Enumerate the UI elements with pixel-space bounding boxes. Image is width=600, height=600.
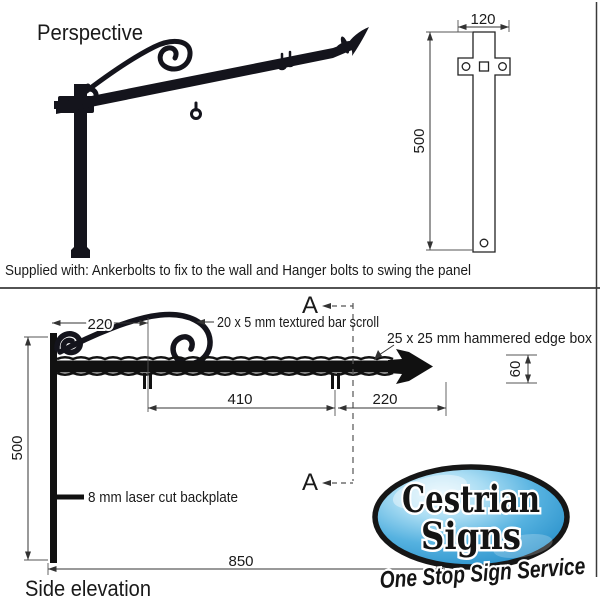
- perspective-scroll-small-curl: [76, 83, 99, 106]
- supplied-note: Supplied with: Ankerbolts to fix to the …: [5, 262, 471, 279]
- side-bar-bottom-texture: [56, 371, 394, 376]
- label-laser-cut-backplate: 8 mm laser cut backplate: [55, 490, 238, 506]
- section-mark-a-bottom: A: [302, 469, 318, 496]
- dim-120-value: 120: [470, 11, 495, 28]
- backplate-hole-bottom: [479, 238, 489, 248]
- dim-410: 410: [148, 390, 336, 416]
- perspective-hanger-ring-3: [284, 56, 296, 68]
- side-hanger-bolts: [143, 373, 340, 389]
- perspective-hanger-ring-1: [190, 108, 202, 120]
- label-textured-bar-scroll: 20 x 5 mm textured bar scroll: [196, 315, 379, 331]
- dim-850-value: 850: [228, 553, 253, 570]
- perspective-drawing: [54, 27, 369, 258]
- dim-500-front: 500: [411, 31, 473, 251]
- perspective-post: [71, 84, 90, 258]
- dim-500-front-value: 500: [411, 128, 428, 153]
- dim-500-side: 500: [9, 336, 48, 561]
- section-mark-a-top: A: [302, 292, 318, 319]
- logo-oval: [372, 464, 570, 570]
- dim-60: 60: [506, 354, 537, 384]
- label-hammered-edge-box: 25 x 25 mm hammered edge box: [374, 331, 593, 360]
- section-line-a-a: A A: [302, 292, 354, 496]
- svg-text:8 mm laser cut backplate: 8 mm laser cut backplate: [88, 490, 238, 506]
- side-elevation-drawing: A A 220 500 410 220: [9, 292, 593, 600]
- side-backplate: [50, 333, 57, 563]
- logo-name-line2: Signs: [421, 514, 521, 558]
- backplate-outline: [457, 31, 511, 253]
- logo-tagline: One Stop Sign Service: [379, 553, 586, 594]
- cestrian-signs-logo: Cestrian Signs One Stop Sign Service: [372, 464, 588, 596]
- dim-220-end: 220: [338, 382, 447, 416]
- dim-60-value: 60: [507, 361, 524, 378]
- dim-850: 850: [47, 553, 445, 575]
- side-elevation-title: Side elevation: [25, 576, 151, 600]
- dim-220-end-value: 220: [372, 391, 397, 408]
- backplate-hole-left: [461, 62, 471, 71]
- logo-highlight: [392, 474, 468, 510]
- svg-text:25 x 25 mm hammered edge box: 25 x 25 mm hammered edge box: [387, 331, 593, 347]
- side-scroll-small-curl: [54, 331, 83, 356]
- backplate-square-hole: [478, 61, 490, 72]
- dim-220-scroll-value: 220: [87, 316, 112, 333]
- perspective-scroll: [77, 38, 193, 99]
- dim-410-value: 410: [227, 391, 252, 408]
- perspective-finial: [333, 27, 369, 58]
- perspective-title: Perspective: [37, 20, 143, 45]
- logo-name-line1: Cestrian: [402, 477, 540, 521]
- svg-text:20 x 5 mm textured bar scroll: 20 x 5 mm textured bar scroll: [217, 315, 379, 331]
- side-bar: [57, 360, 391, 373]
- perspective-bar: [56, 48, 333, 114]
- dim-500-side-value: 500: [9, 435, 26, 460]
- dim-120: 120: [457, 11, 510, 32]
- side-bar-top-texture: [56, 356, 394, 361]
- backplate-hole-right: [498, 62, 507, 71]
- front-view-drawing: 120 500: [411, 11, 511, 253]
- side-arrow-finial: [388, 349, 433, 384]
- dim-220-scroll: 220: [52, 314, 149, 412]
